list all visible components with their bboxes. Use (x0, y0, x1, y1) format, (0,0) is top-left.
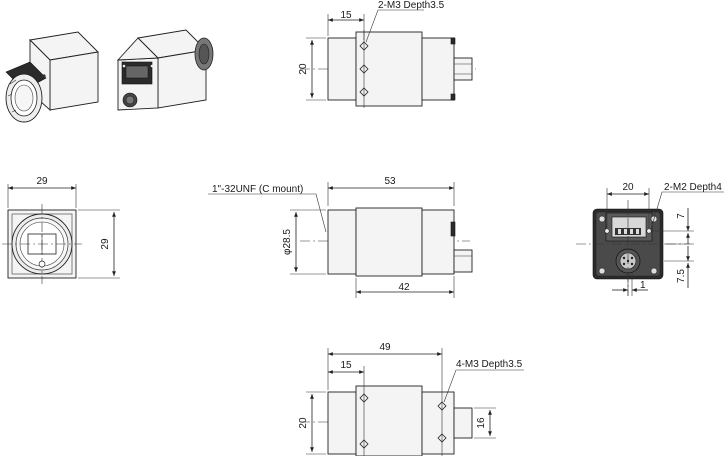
rear-view: 20 2-M2 Depth4 7 7.5 1 (576, 182, 724, 296)
bottom-dim-height: 20 (298, 417, 309, 429)
rear-dim-width: 20 (622, 182, 634, 193)
side-dim-diameter: φ28.5 (282, 229, 293, 255)
isometric-rear-view (116, 29, 214, 111)
bottom-dim-total: 49 (379, 342, 391, 353)
rear-dim-top: 7 (676, 213, 687, 219)
isometric-front-view (5, 31, 99, 123)
rear-hole-callout: 2-M2 Depth4 (664, 182, 722, 193)
front-dim-height: 29 (100, 238, 111, 250)
bottom-hole-callout: 4-M3 Depth3.5 (456, 359, 523, 370)
top-view: 15 2-M3 Depth3.5 20 (298, 0, 476, 108)
bottom-dim-width: 15 (340, 360, 352, 371)
side-dim-total: 53 (384, 176, 396, 187)
rear-dim-bottom: 7.5 (676, 269, 687, 283)
rear-dim-offset: 1 (640, 280, 646, 291)
top-hole-callout: 2-M3 Depth3.5 (378, 0, 445, 11)
top-dim-width: 15 (340, 10, 352, 21)
bottom-hole-symbols (359, 393, 447, 449)
bottom-dim-conn: 16 (476, 417, 487, 429)
top-dim-height: 20 (298, 63, 309, 75)
front-view: 29 29 (2, 176, 120, 284)
bottom-view: 49 15 4-M3 Depth3.5 20 16 (298, 342, 524, 456)
side-view: 53 1"-32UNF (C mount) φ28.5 42 (208, 176, 473, 298)
side-mount-callout: 1"-32UNF (C mount) (212, 184, 303, 195)
front-dim-width: 29 (36, 176, 48, 187)
side-dim-body: 42 (398, 282, 410, 293)
mounting-hole-symbols (359, 41, 369, 97)
